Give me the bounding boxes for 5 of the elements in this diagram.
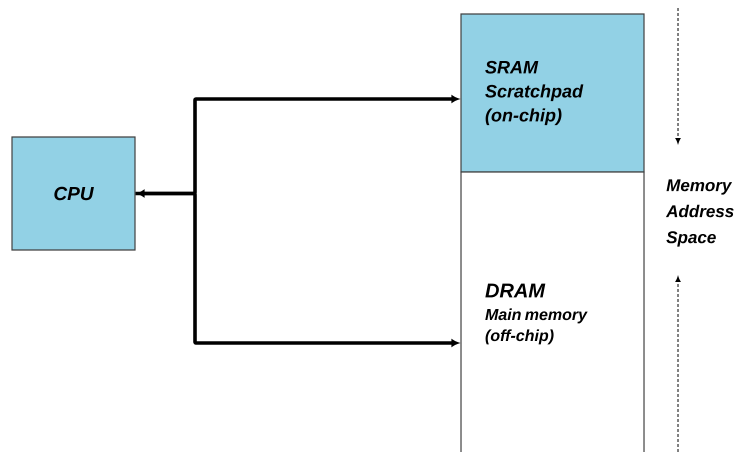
bus-arrow xyxy=(136,192,458,347)
cpu-box: CPU xyxy=(11,136,136,251)
axis-label: Memory Address Space xyxy=(666,179,734,247)
memory-box: SRAM Scratchpad (on-chip) xyxy=(460,13,645,173)
memory-box: DRAM Main memory (off-chip) xyxy=(460,171,645,452)
